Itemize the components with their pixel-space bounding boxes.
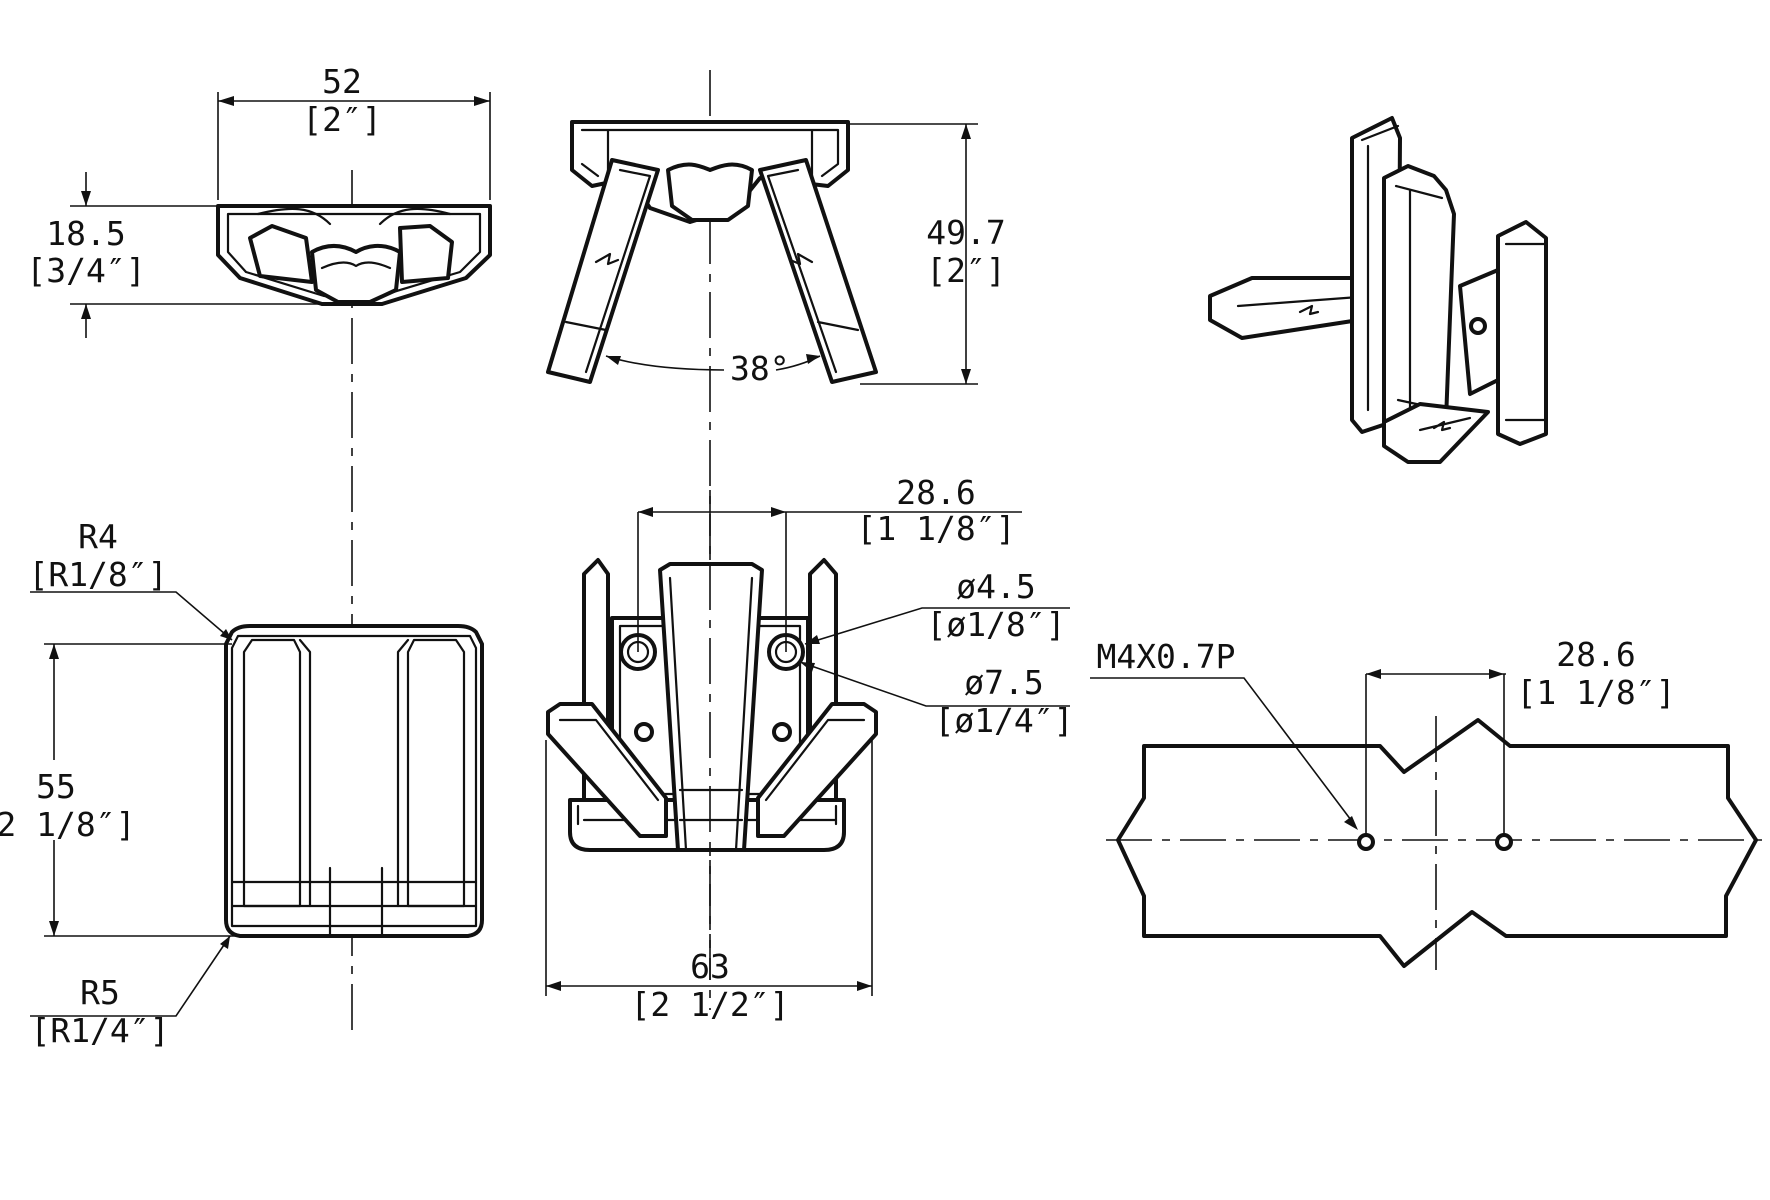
top-width-dimension: 52 [2″] [217, 62, 491, 200]
top-height-inch-label: [3/4″] [26, 251, 145, 290]
front-height-label: 49.7 [926, 213, 1005, 252]
base-width-label: 63 [690, 947, 730, 986]
mount-hole-right [1495, 833, 1513, 851]
thread-callout: M4X0.7P [1090, 637, 1358, 830]
front-height-inch-label: [2″] [926, 251, 1005, 290]
radius-bottom-dimension: R5 [R1/4″] [30, 935, 231, 1050]
mount-spacing-inch-label: [1 1/8″] [1517, 673, 1676, 712]
base-width-inch-label: [2 1/2″] [631, 985, 790, 1024]
top-width-inch-label: [2″] [302, 100, 381, 139]
isometric-view [1208, 116, 1548, 464]
radius-bottom-inch-label: [R1/4″] [30, 1011, 169, 1050]
top-width-label: 52 [322, 62, 362, 101]
top-height-label: 18.5 [46, 214, 125, 253]
side-height-label: 55 [36, 767, 76, 806]
side-height-dimension: 55 [2 1/8″] [0, 643, 238, 937]
mount-spacing-label: 28.6 [1556, 635, 1635, 674]
radius-top-dimension: R4 [R1/8″] [28, 517, 233, 641]
mount-spacing-dimension: 28.6 [1 1/8″] [1517, 635, 1676, 712]
bottom-view [546, 490, 878, 1010]
hole-large-label: ø7.5 [964, 663, 1043, 702]
side-height-inch-label: [2 1/8″] [0, 805, 135, 844]
angle-label: 38° [730, 349, 790, 388]
angle-dimension: 38° [605, 349, 821, 388]
thread-label: M4X0.7P [1096, 637, 1235, 676]
hole-small-callout: ø4.5 [ø1/8″] [804, 567, 1070, 645]
radius-bottom-label: R5 [80, 973, 120, 1012]
hole-spacing-dimension: 28.6 [1 1/8″] [637, 473, 1022, 652]
mounting-pattern [1106, 669, 1766, 970]
side-view [224, 624, 484, 938]
hole-spacing-label: 28.6 [896, 473, 975, 512]
top-view [216, 170, 492, 1030]
hole-large-callout: ø7.5 [ø1/4″] [799, 661, 1074, 740]
front-height-dimension: 49.7 [2″] [848, 123, 1006, 385]
base-width-dimension: 63 [2 1/2″] [545, 740, 873, 1024]
radius-top-label: R4 [78, 517, 118, 556]
hole-small-inch-label: [ø1/8″] [926, 605, 1065, 644]
hole-spacing-inch-label: [1 1/8″] [857, 509, 1016, 548]
hole-large-inch-label: [ø1/4″] [934, 701, 1073, 740]
hole-small-label: ø4.5 [956, 567, 1035, 606]
top-height-dimension: 18.5 [3/4″] [26, 172, 322, 338]
radius-top-inch-label: [R1/8″] [28, 555, 167, 594]
mount-hole-left [1357, 833, 1375, 851]
